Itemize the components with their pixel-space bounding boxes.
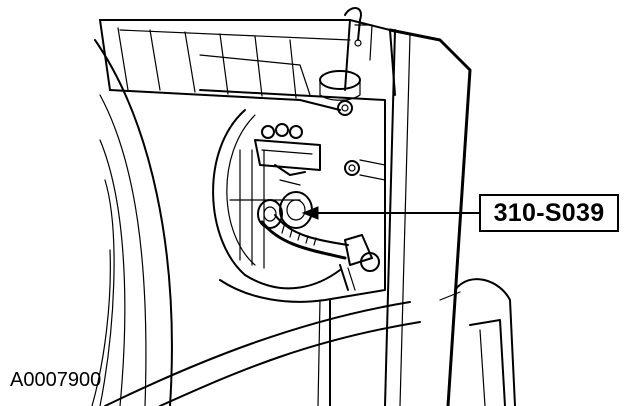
filler-cap [319,70,361,101]
lower-sweep [104,301,421,406]
lower-right-bracket [439,278,516,406]
bulb-socket [257,191,313,229]
upper-radiator-support [99,19,396,111]
fender-outline [91,39,173,406]
electrical-connector [254,123,321,186]
headlamp-housing [199,89,386,406]
mounting-bolts [337,100,386,181]
part-callout-box: 310-S039 [479,194,619,232]
part-number-label: 310-S039 [493,198,605,227]
callout-leader [301,206,481,220]
vent-hose [260,214,380,291]
figure-id-label: A0007900 [10,369,102,391]
headlamp-bracket [344,7,472,406]
